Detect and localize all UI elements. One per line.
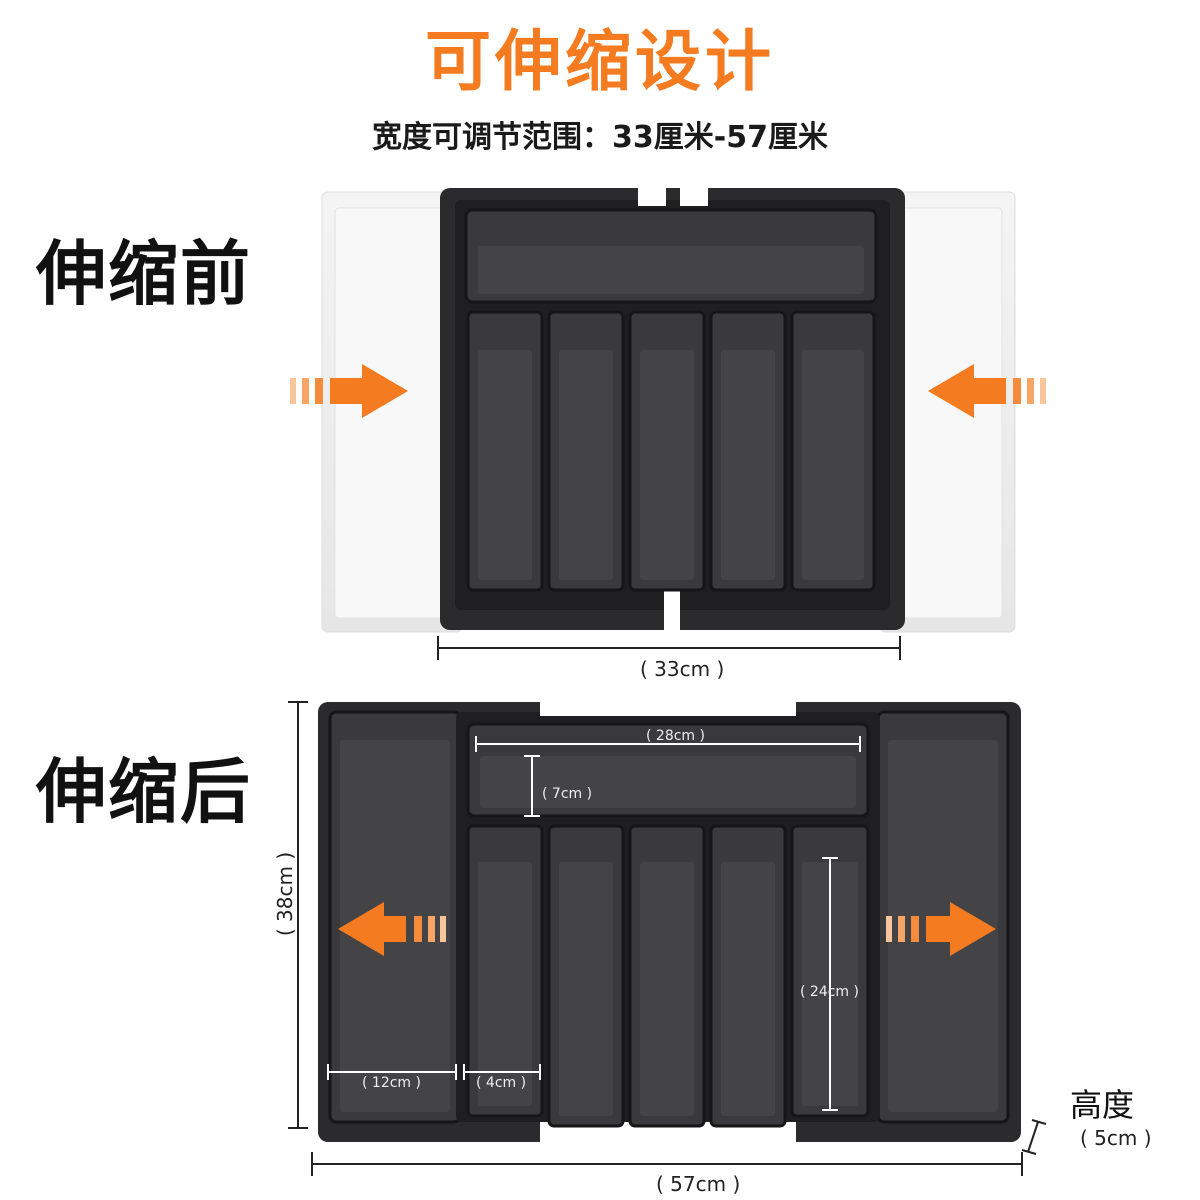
page-title: 可伸缩设计	[425, 23, 775, 100]
slot-length-label: ( 24cm )	[800, 984, 859, 1000]
inner-dimension-lines	[327, 736, 861, 1111]
slots-before	[466, 310, 876, 592]
after-label: 伸缩后	[36, 751, 252, 833]
arrow-left-icon	[928, 364, 1046, 418]
top-compartment-width-label: ( 28cm )	[646, 728, 705, 744]
side-compartment-width-label: ( 12cm )	[362, 1075, 421, 1091]
outer-dimension-lines	[288, 701, 1047, 1176]
dimension-line-33cm	[437, 636, 901, 660]
depth-38cm-label: ( 38cm )	[273, 851, 297, 937]
width-33cm-label: ( 33cm )	[640, 657, 725, 681]
top-compartment-height-label: ( 7cm )	[542, 786, 593, 802]
slot-width-label: ( 4cm )	[476, 1075, 527, 1091]
arrow-right-icon	[290, 364, 408, 418]
slots-after	[466, 824, 870, 1128]
width-57cm-label: ( 57cm )	[656, 1172, 741, 1196]
height-title: 高度	[1070, 1086, 1135, 1124]
before-label: 伸缩前	[36, 233, 252, 315]
width-range-subtitle: 宽度可调节范围：33厘米-57厘米	[372, 120, 828, 155]
arrow-left-icon	[338, 902, 446, 956]
tray-before	[321, 186, 1016, 640]
height-5cm-label: ( 5cm )	[1080, 1126, 1152, 1150]
arrow-right-icon	[886, 902, 996, 956]
